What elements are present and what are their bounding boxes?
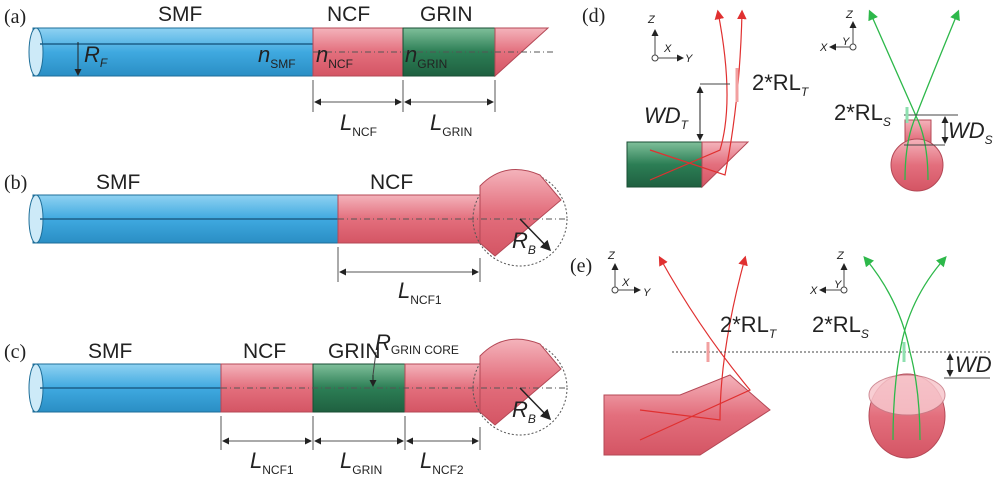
axis-z-r: Z	[845, 9, 854, 21]
l-ncf-label: LNCF	[340, 110, 377, 139]
wd-label-e: WD	[955, 352, 992, 377]
axes-sagittal-d	[829, 21, 857, 51]
rl-t-label-e: 2*RLT	[720, 312, 778, 341]
l-ncf1-label-c: LNCF1	[250, 448, 294, 477]
axis-y: Y	[685, 53, 693, 65]
panel-e-tag: (e)	[570, 255, 592, 277]
rl-s-label: 2*RLS	[834, 100, 891, 129]
wd-t-label: WDT	[644, 103, 690, 132]
grin-core-leader	[372, 351, 377, 376]
smf-segment	[32, 27, 314, 77]
n-ncf-label: nNCF	[316, 42, 353, 71]
rl-s-label-e: 2*RLS	[812, 312, 869, 341]
rb-label-c: RB	[512, 397, 536, 426]
radius-label: RF	[84, 42, 108, 70]
l-ncf1-label-b: LNCF1	[398, 278, 442, 307]
wd-s-label: WDS	[948, 118, 993, 147]
rb-arrow	[519, 218, 552, 252]
green-rays-e	[863, 256, 947, 441]
axes-tangential-d	[651, 29, 684, 62]
axis-y-e: Y	[643, 287, 651, 299]
panel-b: (b) RB SMF NCF LNCF1	[4, 169, 568, 307]
ncf-label-b: NCF	[370, 171, 413, 194]
panel-d: (d) Z X Y WDT 2*RLT Z X Y	[582, 5, 993, 192]
panel-a-tag: (a)	[4, 6, 26, 28]
smf-label: SMF	[158, 3, 202, 26]
grin-probe-d	[626, 141, 703, 188]
ball-lens-d	[890, 138, 944, 192]
n-grin-label: nGRIN	[405, 42, 447, 71]
grin-label: GRIN	[420, 3, 473, 26]
l-grin-label: LGRIN	[430, 110, 472, 139]
l-ncf2-label-c: LNCF2	[420, 448, 464, 477]
panel-a: (a) RF SMF NCF GRIN nSMF nNCF nGRIN LNCF…	[4, 3, 555, 139]
axis-x-r: X	[819, 42, 828, 54]
ncf-label: NCF	[327, 3, 370, 26]
axes-sagittal-e	[819, 263, 848, 294]
ncf-label-c: NCF	[243, 340, 286, 363]
length-markers	[312, 80, 496, 112]
rl-t-label: 2*RLT	[752, 70, 810, 99]
smf-label-c: SMF	[88, 340, 132, 363]
grin-label-c: GRIN	[328, 340, 381, 363]
ball-lens-top-e	[868, 374, 946, 416]
red-rays-e	[639, 255, 751, 441]
red-rays-d	[649, 9, 747, 181]
angled-tip-d	[701, 141, 750, 189]
length-markers-c	[220, 416, 481, 450]
rb-label: RB	[512, 228, 536, 257]
axis-x: X	[663, 43, 672, 55]
panel-b-tag: (b)	[4, 172, 27, 194]
ball-lens-probe-e	[603, 374, 771, 456]
fiber-end-face	[28, 27, 44, 77]
panel-d-tag: (d)	[582, 5, 605, 27]
axis-z-e-r: Z	[836, 250, 845, 262]
length-markers-b	[337, 247, 481, 282]
r-grin-core-label: RGRIN CORE	[375, 330, 459, 357]
panel-e: (e) Z X Y 2*RLT Z X Y	[570, 250, 992, 459]
green-rays-d	[868, 9, 960, 181]
axis-x-e-r: X	[809, 285, 818, 297]
axis-z-e: Z	[607, 250, 616, 262]
axis-x-e: X	[621, 277, 630, 289]
l-grin-label-c: LGRIN	[340, 448, 382, 477]
axis-z: Z	[647, 14, 656, 26]
n-smf-label: nSMF	[258, 42, 296, 71]
panel-c-tag: (c)	[4, 341, 26, 363]
panel-c: (c) RGRIN CORE RB SMF NCF GRIN LNCF1 LGR…	[4, 330, 568, 477]
axis-y-r: Y	[842, 36, 850, 48]
rb-arrow-c	[519, 387, 552, 421]
smf-label-b: SMF	[96, 171, 140, 194]
axis-y-e-r: Y	[834, 279, 842, 291]
axes-tangential-e	[611, 263, 641, 294]
